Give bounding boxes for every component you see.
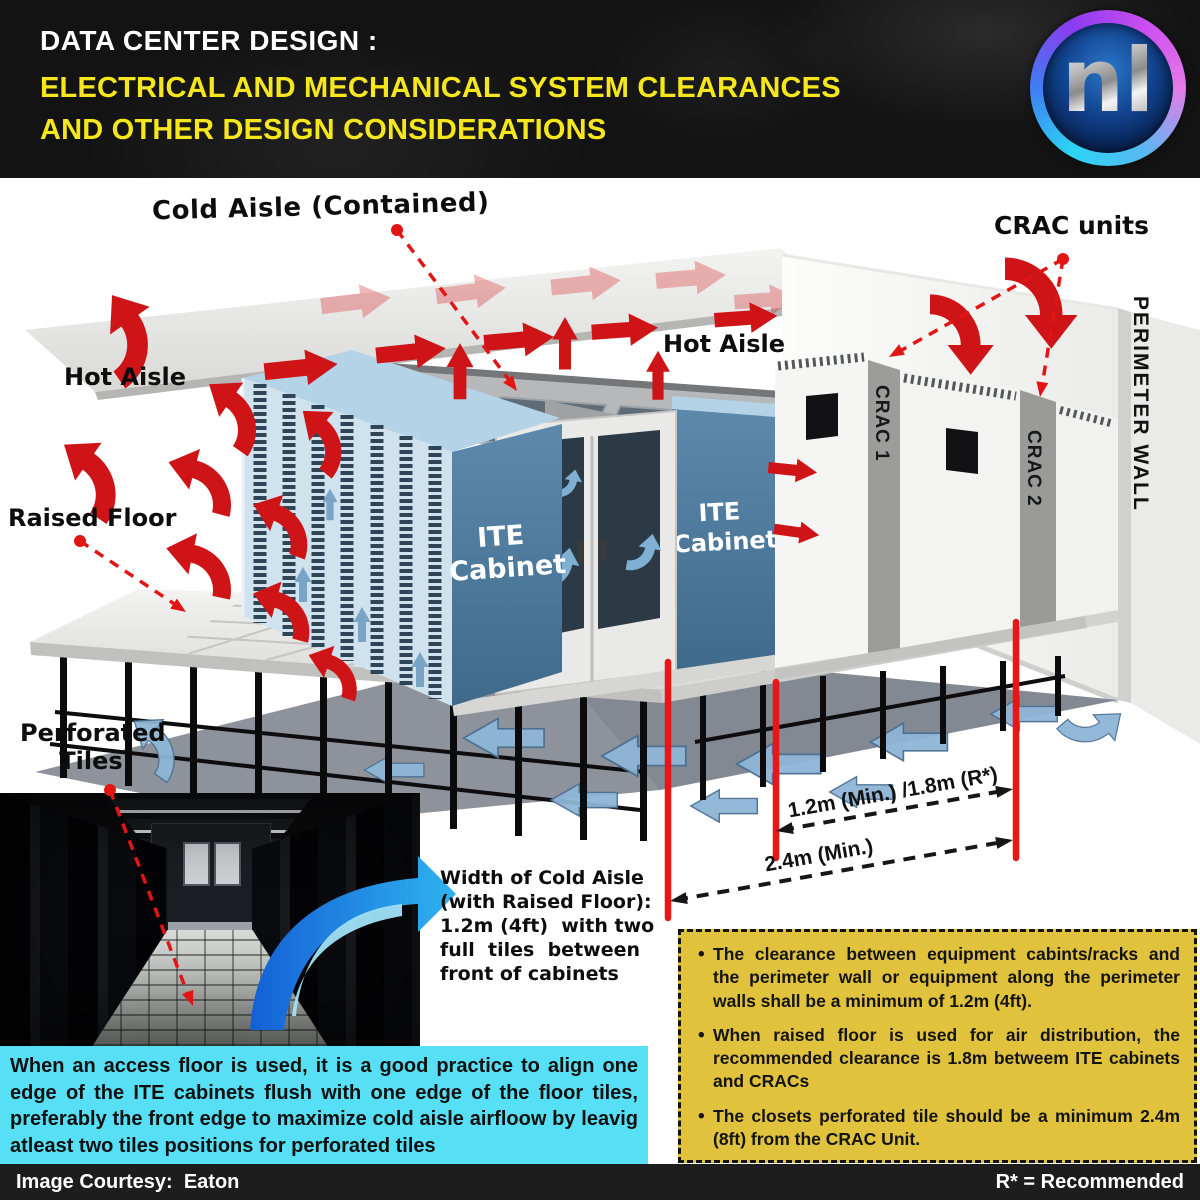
perforated-tiles-label-line2: Tiles	[59, 747, 123, 775]
footer-bar: Image Courtesy: Eaton R* = Recommended	[0, 1164, 1200, 1200]
brand-logo: nl	[1030, 10, 1186, 166]
photo-door-window	[216, 843, 240, 885]
clearance-notes-box: The clearance between equipment cabints/…	[678, 929, 1197, 1163]
pedestals-front-row	[60, 652, 647, 841]
perforated-tiles-label-line1: Perforated	[20, 719, 166, 747]
brand-logo-inner: nl	[1043, 23, 1173, 153]
cold-aisle-width-note: Width of Cold Aisle (with Raised Floor):…	[440, 866, 655, 986]
access-floor-note: When an access floor is used, it is a go…	[0, 1046, 648, 1164]
hot-aisle-label-left: Hot Aisle	[64, 363, 186, 391]
photo-door-kickplate	[163, 922, 257, 931]
brand-logo-letters: nl	[1061, 29, 1155, 132]
width-note-line: front of cabinets	[440, 963, 619, 985]
clearance-note-item: When raised floor is used for air distri…	[698, 1023, 1180, 1094]
photo-vignette	[0, 793, 420, 1046]
clearance-note-item: The clearance between equipment cabints/…	[698, 942, 1180, 1013]
legend-note: R* = Recommended	[995, 1170, 1184, 1193]
width-note-line: Width of Cold Aisle	[440, 867, 644, 889]
crac-units-label: CRAC units	[994, 211, 1149, 240]
measurement-reference-lines	[664, 618, 1020, 922]
page-subtitle-line1: ELECTRICAL AND MECHANICAL SYSTEM CLEARAN…	[40, 72, 841, 104]
width-note-line: 1.2m (4ft) with two	[440, 915, 655, 937]
page-subtitle-line2: AND OTHER DESIGN CONSIDERATIONS	[40, 114, 607, 147]
clearance-notes-list: The clearance between equipment cabints/…	[691, 942, 1182, 1152]
datacenter-aisle-photo	[0, 793, 420, 1046]
image-credit: Image Courtesy: Eaton	[16, 1170, 240, 1193]
crac-1-label: CRAC 1	[871, 385, 892, 462]
ite-cabinet-row-right: ITE Cabinet	[671, 396, 778, 671]
crac-units: CRAC 1 CRAC 2	[775, 352, 1118, 680]
annotation-arrows	[74, 224, 1069, 612]
crac-2-label: CRAC 2	[1023, 430, 1044, 507]
width-note-line: (with Raised Floor):	[440, 891, 652, 913]
tile-clearance-dimension: 2.4m (Min.)	[763, 835, 875, 877]
crac-vent-square	[946, 428, 978, 474]
ite-cabinet-right-label: ITE Cabinet	[671, 495, 778, 558]
pedestals-right-row	[700, 656, 1061, 800]
raised-floor-label: Raised Floor	[8, 504, 177, 532]
hot-aisle-label-middle: Hot Aisle	[663, 330, 785, 358]
page-title: DATA CENTER DESIGN :	[40, 25, 378, 56]
width-note-line: full tiles between	[440, 939, 641, 961]
perimeter-wall-label: PERIMETER WALL	[1129, 296, 1152, 512]
clearance-note-item: The closets perforated tile should be a …	[698, 1104, 1180, 1152]
header-banner: DATA CENTER DESIGN : ELECTRICAL AND MECH…	[0, 0, 1200, 178]
perforated-tiles-label: Perforated Tiles	[20, 719, 166, 775]
crac-vent-square	[806, 393, 838, 440]
